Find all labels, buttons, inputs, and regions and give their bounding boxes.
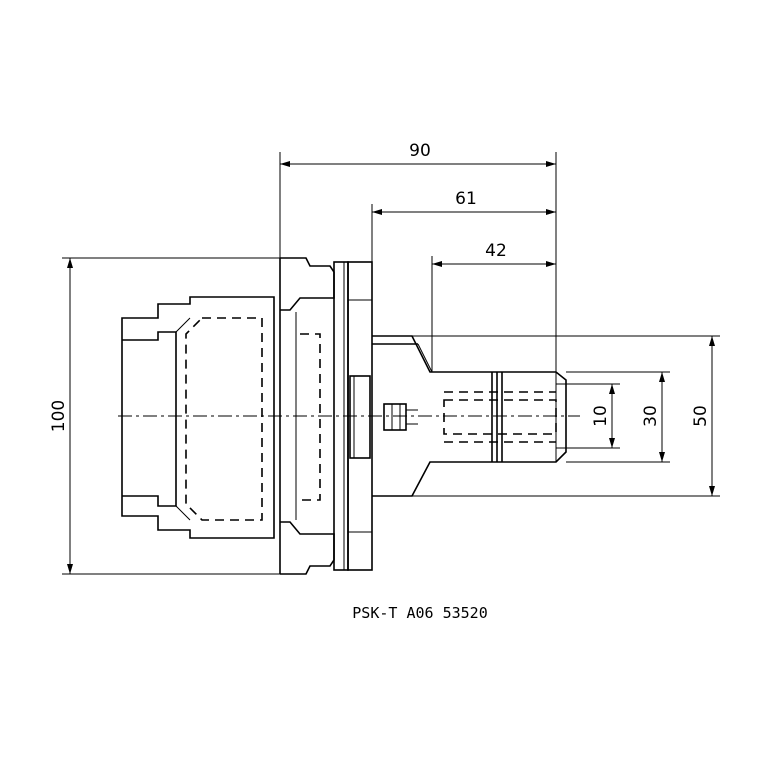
dimension-10: 10 [556,383,620,449]
dim-100-label: 100 [49,400,69,432]
dimension-90: 90 [279,141,557,372]
dimension-30: 30 [566,371,670,463]
dim-61-label: 61 [455,189,477,209]
dimension-42: 42 [431,241,556,372]
dim-30-label: 30 [641,405,661,427]
dimension-100: 100 [49,257,280,575]
dimension-50: 50 [372,335,720,497]
dim-50-label: 50 [691,405,711,427]
dim-10-label: 10 [591,405,611,427]
dimension-61: 61 [371,189,556,262]
dim-42-label: 42 [485,241,507,261]
part-number-caption: PSK-T A06 53520 [352,604,487,622]
hidden-lines [185,317,557,521]
dim-90-label: 90 [409,141,431,161]
